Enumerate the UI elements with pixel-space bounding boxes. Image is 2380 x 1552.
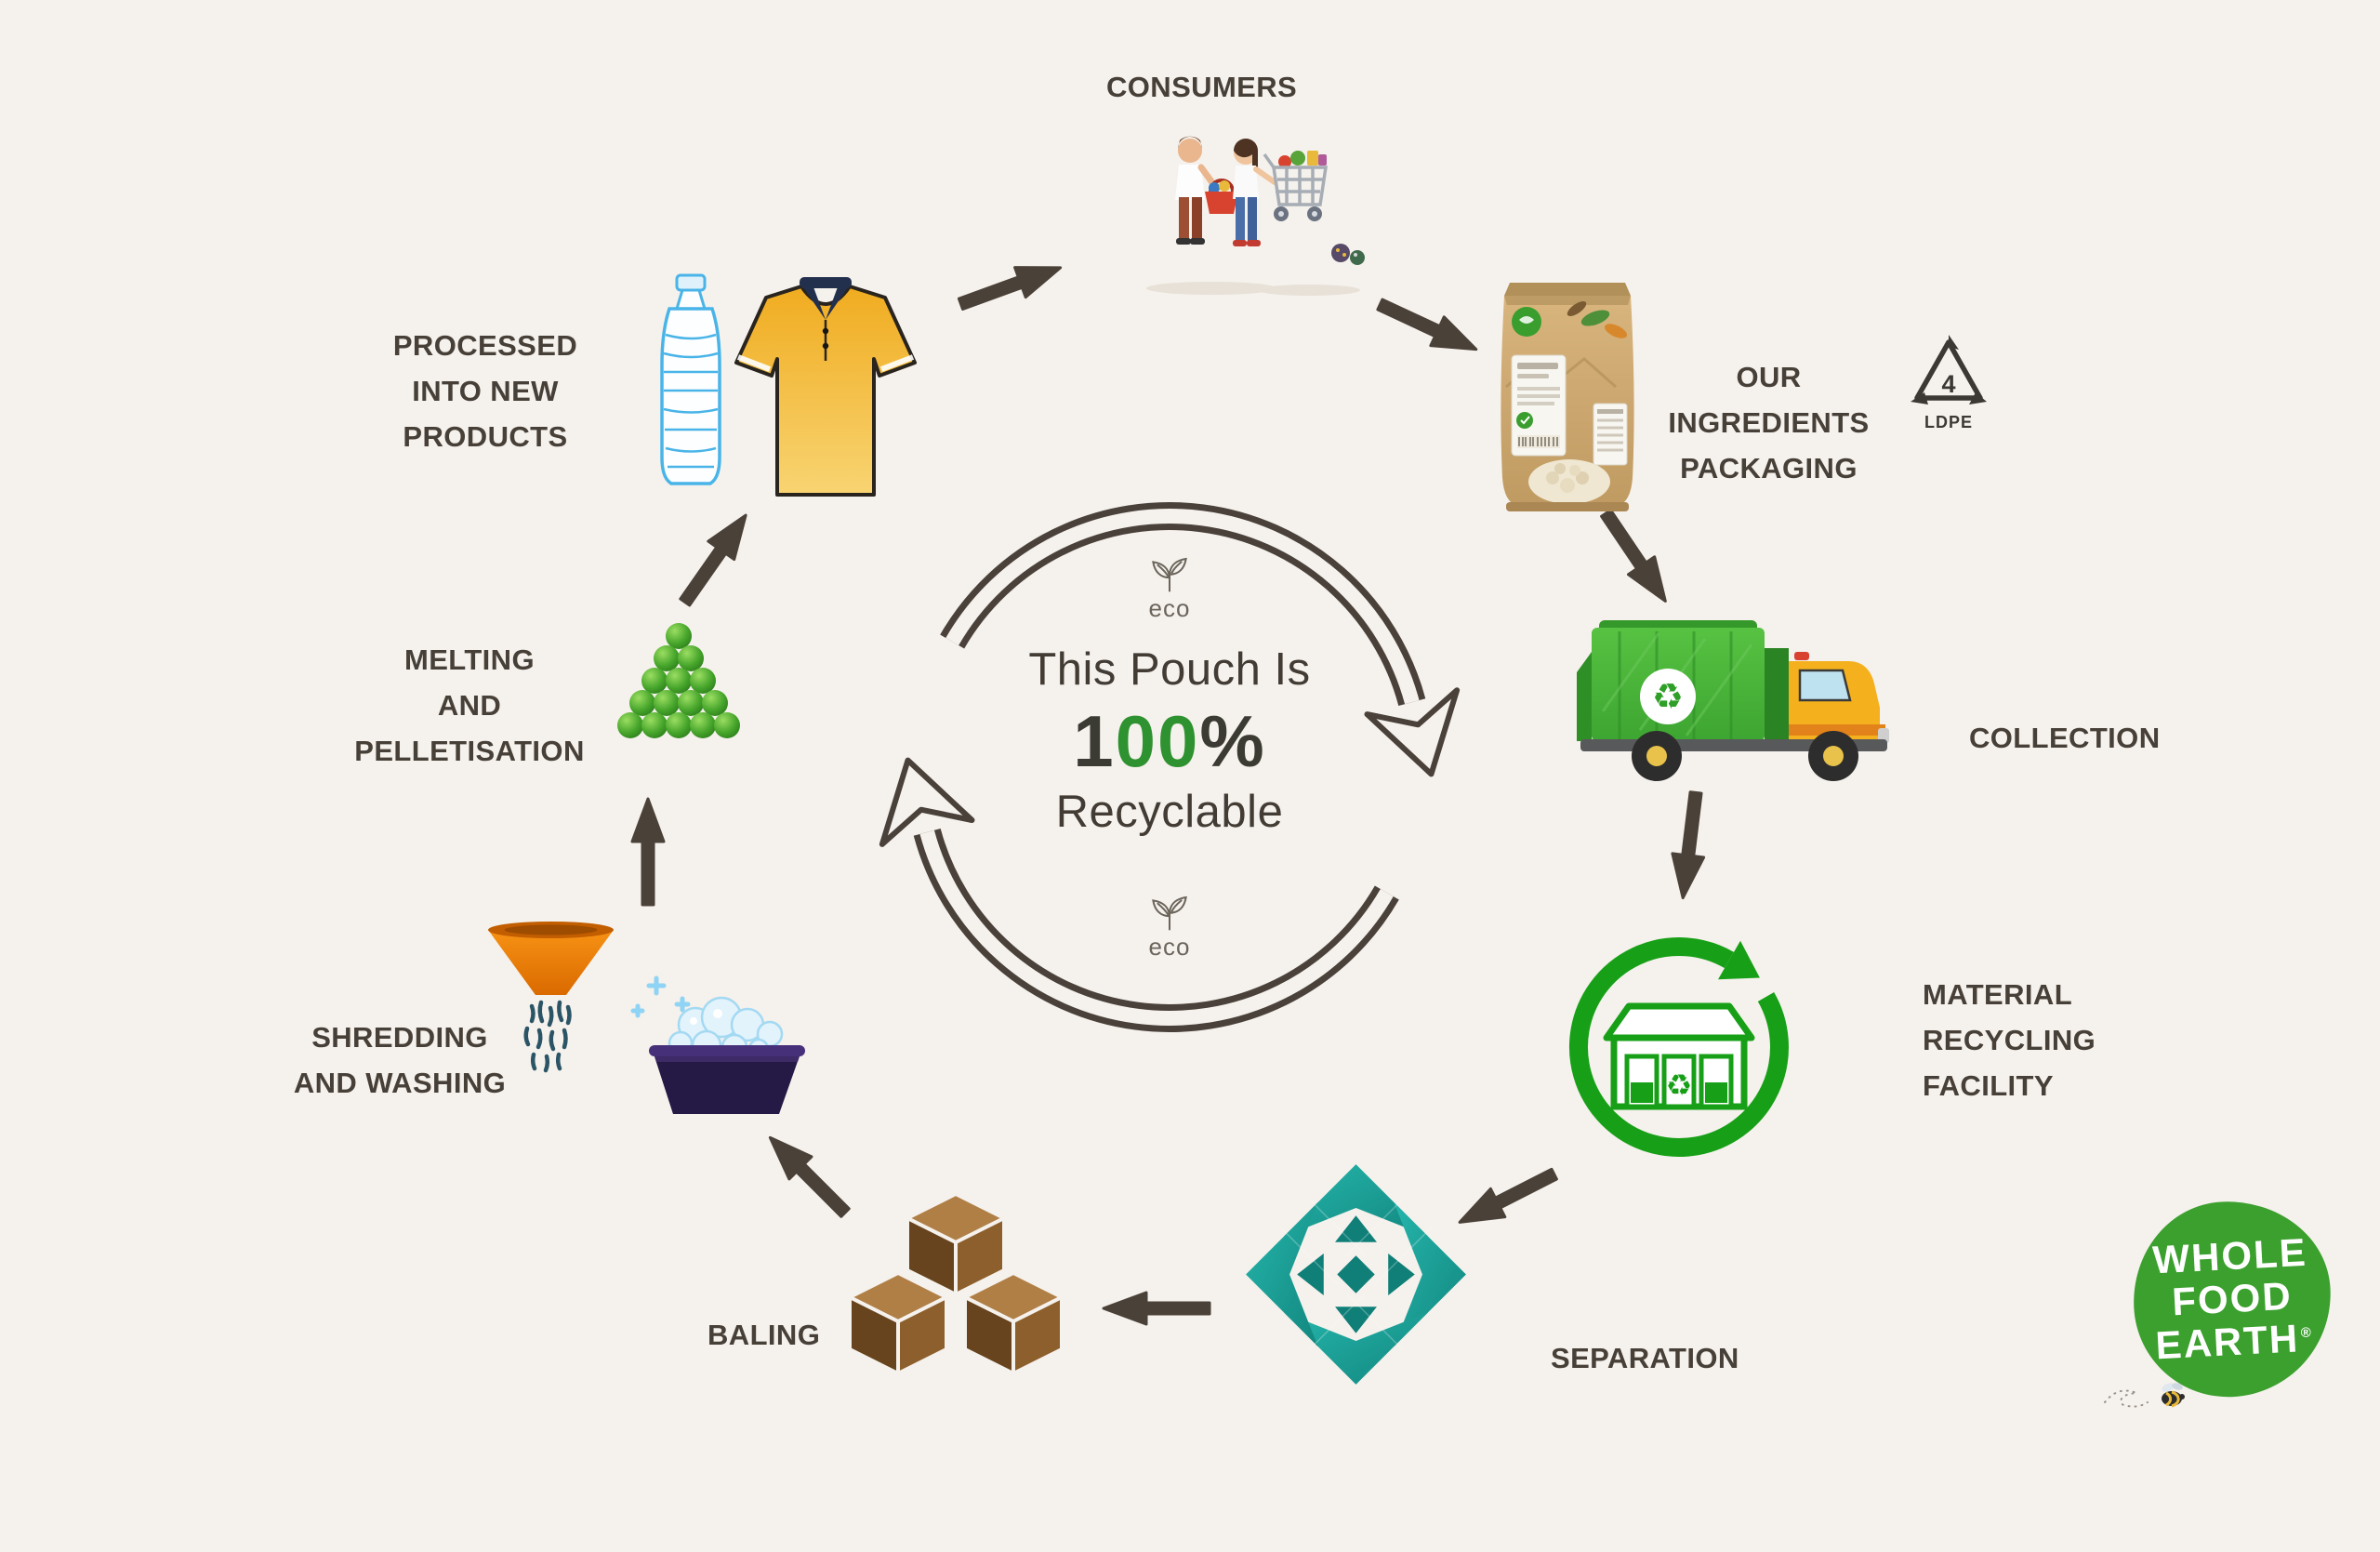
center-claim: This Pouch Is 100% Recyclable xyxy=(956,643,1383,838)
separation-icon xyxy=(1246,1164,1466,1385)
flow-arrow-mrf-to-separation xyxy=(1448,1155,1566,1242)
label-baling: BALING xyxy=(707,1319,821,1351)
center-claim-line1: This Pouch Is xyxy=(1028,644,1311,695)
recycle-cycle-ring-icon xyxy=(879,502,1461,1032)
label-melting: MELTING AND PELLETISATION xyxy=(354,643,585,767)
flow-arrow-melting-to-processed xyxy=(668,500,765,616)
center-claim-line3: Recyclable xyxy=(1055,787,1284,837)
label-consumers: CONSUMERS xyxy=(1106,71,1298,103)
brand-word-food: FOOD xyxy=(2171,1273,2294,1324)
eco-leaf-icon xyxy=(1152,557,1187,592)
pellets-pyramid-icon xyxy=(617,623,740,738)
flow-arrow-collection-to-mrf xyxy=(1662,789,1716,904)
flow-arrow-processed-to-consumers xyxy=(952,247,1071,324)
center-claim-percent: 100% xyxy=(1073,700,1266,782)
eco-badge-top: eco xyxy=(1130,554,1209,623)
label-mrf: MATERIAL RECYCLING FACILITY xyxy=(1923,978,2096,1102)
bee-icon xyxy=(2104,1383,2185,1408)
flow-arrow-separation-to-baling xyxy=(1100,1288,1211,1329)
recycle-symbol-glyph: ♻ xyxy=(1652,676,1684,717)
consumers-shoppers-icon xyxy=(1146,136,1365,296)
flow-arrow-baling-to-shredding xyxy=(753,1121,861,1228)
eco-badge-bottom: eco xyxy=(1130,893,1209,962)
flow-arrow-consumers-to-packaging xyxy=(1369,285,1488,370)
new-products-icon xyxy=(660,273,917,497)
tshirt-icon xyxy=(734,277,917,497)
recycling-facility-icon: ♻ xyxy=(1568,937,1789,1158)
ldpe-resin-code-icon: 4 LDPE xyxy=(1911,335,1987,431)
recycle-symbol-glyph: ♻ xyxy=(1666,1068,1693,1103)
shredding-washing-icon xyxy=(488,922,805,1114)
resin-code-number: 4 xyxy=(1941,370,1955,398)
water-bottle-icon xyxy=(660,273,721,485)
eco-leaf-icon xyxy=(1152,895,1187,931)
garbage-truck-icon: ♻ xyxy=(1577,620,1889,781)
label-shredding: SHREDDING AND WASHING xyxy=(293,1021,507,1099)
baling-cubes-icon xyxy=(848,1192,1064,1375)
flow-arrow-packaging-to-collection xyxy=(1588,500,1685,616)
label-separation: SEPARATION xyxy=(1551,1342,1739,1374)
brand-word-earth: EARTH® xyxy=(2154,1316,2314,1368)
eco-label-bottom: eco xyxy=(1148,933,1191,961)
product-pouch-icon xyxy=(1501,283,1634,511)
label-packaging: OUR INGREDIENTS PACKAGING xyxy=(1668,361,1870,484)
registered-mark: ® xyxy=(2300,1324,2314,1342)
label-collection: COLLECTION xyxy=(1969,722,2161,754)
flow-arrow-shredding-to-melting xyxy=(628,795,668,907)
label-processed: PROCESSED INTO NEW PRODUCTS xyxy=(392,329,578,453)
eco-label-top: eco xyxy=(1148,594,1191,622)
resin-code-type: LDPE xyxy=(1924,413,1973,431)
